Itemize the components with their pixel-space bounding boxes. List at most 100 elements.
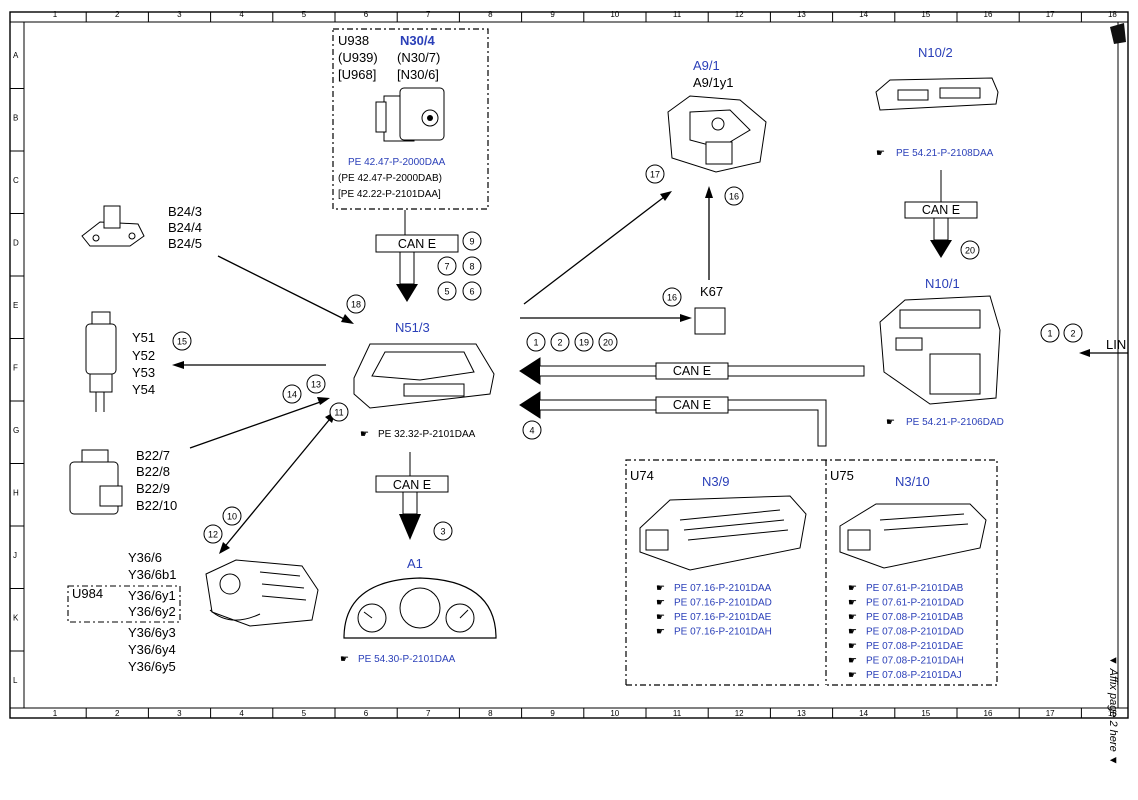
- callout-c8-circle: [462, 256, 482, 276]
- can-top-label: CAN E: [398, 237, 436, 251]
- callout-c5-number: 5: [444, 287, 449, 297]
- callout-c18-circle: [346, 294, 366, 314]
- grid-col-bottom-11: 11: [673, 709, 682, 718]
- grid-col-top-16: 16: [984, 10, 993, 19]
- callout-c16a-number: 16: [729, 192, 739, 202]
- book-icon: ☛: [848, 656, 857, 667]
- label-y36-6y1: Y36/6y1: [128, 588, 176, 603]
- grid-col-top-13: 13: [797, 10, 806, 19]
- callout-c6-circle: [462, 281, 482, 301]
- grid-col-bottom-5: 5: [302, 709, 307, 718]
- grid-col-top-2: 2: [115, 10, 120, 19]
- label-b22-7: B22/7: [136, 448, 170, 463]
- label-n51-3: N51/3: [395, 320, 430, 335]
- relay-k67-icon: [694, 307, 726, 335]
- callout-c4-circle: [522, 420, 542, 440]
- n3-9-ref-4: PE 07.16-P-2101DAH: [674, 627, 772, 638]
- callout-c8-number: 8: [469, 262, 474, 272]
- arrow-a9-head: [660, 191, 672, 201]
- grid-row-E: E: [13, 301, 18, 310]
- grid-col-bottom-4: 4: [239, 709, 244, 718]
- book-icon-n51: ☛: [360, 429, 369, 440]
- grid-col-bottom-18: 18: [1108, 709, 1117, 718]
- callout-c16b-number: 16: [667, 293, 677, 303]
- book-icon-a1: ☛: [340, 654, 349, 665]
- can-right-label: CAN E: [922, 203, 960, 217]
- label-n10-1: N10/1: [925, 276, 960, 291]
- can-top-box: [375, 234, 459, 253]
- callout-c14-number: 14: [287, 390, 297, 400]
- callout-c1a-number: 1: [533, 338, 538, 348]
- can-right-arrowhead: [930, 240, 952, 258]
- grid-col-top-3: 3: [177, 10, 182, 19]
- callout-c18-number: 18: [351, 300, 361, 310]
- arrow-k67-in-head: [680, 314, 692, 322]
- label-y51: Y51: [132, 330, 155, 345]
- callout-c11-circle: [329, 402, 349, 422]
- grid-col-bottom-13: 13: [797, 709, 806, 718]
- label-lin: LIN: [1106, 337, 1126, 352]
- callout-c7-circle: [437, 256, 457, 276]
- arrow-n51-to-a9: [523, 193, 669, 305]
- grid-col-bottom-17: 17: [1046, 709, 1055, 718]
- callout-c20b-circle: [598, 332, 618, 352]
- n3-10-ref-4: PE 07.08-P-2101DAD: [866, 627, 964, 638]
- callout-c19-circle: [574, 332, 594, 352]
- callout-c11-number: 11: [334, 408, 343, 418]
- arrow-b24-to-n51: [217, 255, 351, 323]
- book-icon: ☛: [656, 612, 665, 623]
- callout-c16a-circle: [724, 186, 744, 206]
- callout-c20a-circle: [960, 240, 980, 260]
- grid-col-top-12: 12: [735, 10, 744, 19]
- instrument-cluster-icon: [343, 577, 497, 639]
- label-b24-3: B24/3: [168, 204, 202, 219]
- grid-col-bottom-2: 2: [115, 709, 120, 718]
- label-b22-10: B22/10: [136, 498, 177, 513]
- grid-col-bottom-12: 12: [735, 709, 744, 718]
- callout-c1b-number: 1: [1047, 329, 1052, 339]
- label-u939: (U939): [338, 50, 378, 65]
- book-icon: ☛: [848, 612, 857, 623]
- label-n3-10: N3/10: [895, 474, 930, 489]
- pressure-sensor-b22-icon: [69, 449, 123, 515]
- can-right-box: [904, 201, 978, 219]
- n3-10-ref-list: ☛PE 07.61-P-2101DAB☛PE 07.61-P-2101DAD☛P…: [848, 583, 964, 681]
- label-n10-2: N10/2: [918, 45, 953, 60]
- grid-col-bottom-10: 10: [610, 709, 619, 718]
- grid-row-K: K: [13, 614, 19, 623]
- callout-c20a-number: 20: [965, 246, 975, 256]
- grid-col-bottom-7: 7: [426, 709, 431, 718]
- can-right-shaft: [933, 217, 949, 241]
- label-y53: Y53: [132, 365, 155, 380]
- arrow-y51-head: [172, 361, 184, 369]
- u984-box: [67, 585, 181, 623]
- grid-row-H: H: [13, 489, 19, 498]
- n3-10-ref-7: PE 07.08-P-2101DAJ: [866, 670, 962, 681]
- callout-c12-circle: [203, 524, 223, 544]
- grid-col-top-14: 14: [859, 10, 868, 19]
- grid-row-C: C: [13, 176, 19, 185]
- page-corner-mark-icon: [1110, 23, 1126, 44]
- callout-c3-circle: [433, 521, 453, 541]
- book-icon: ☛: [656, 583, 665, 594]
- book-icon-n10-1: ☛: [886, 417, 895, 428]
- label-y36-6y2: Y36/6y2: [128, 604, 176, 619]
- label-n30-4: N30/4: [400, 33, 435, 48]
- can-mid1-arrowhead: [520, 358, 540, 384]
- grid-col-bottom-9: 9: [550, 709, 555, 718]
- can-mid1-box: [655, 362, 729, 380]
- n30-ref-list: PE 42.47-P-2000DAA (PE 42.47-P-2000DAB) …: [338, 157, 446, 200]
- grid-col-top-5: 5: [302, 10, 307, 19]
- n51-ref: PE 32.32-P-2101DAA: [378, 429, 476, 440]
- label-y52: Y52: [132, 348, 155, 363]
- label-u984: U984: [72, 586, 103, 601]
- grid-col-top-1: 1: [53, 10, 58, 19]
- callout-c10-circle: [222, 506, 242, 526]
- label-y36-6y4: Y36/6y4: [128, 642, 176, 657]
- n3-10-ref-3: PE 07.08-P-2101DAB: [866, 612, 964, 623]
- callout-c9-circle: [462, 231, 482, 251]
- n30-ref-2: (PE 42.47-P-2000DAB): [338, 173, 442, 184]
- label-b22-8: B22/8: [136, 464, 170, 479]
- callout-c13-number: 13: [311, 380, 321, 390]
- n30-group-box: [332, 28, 489, 210]
